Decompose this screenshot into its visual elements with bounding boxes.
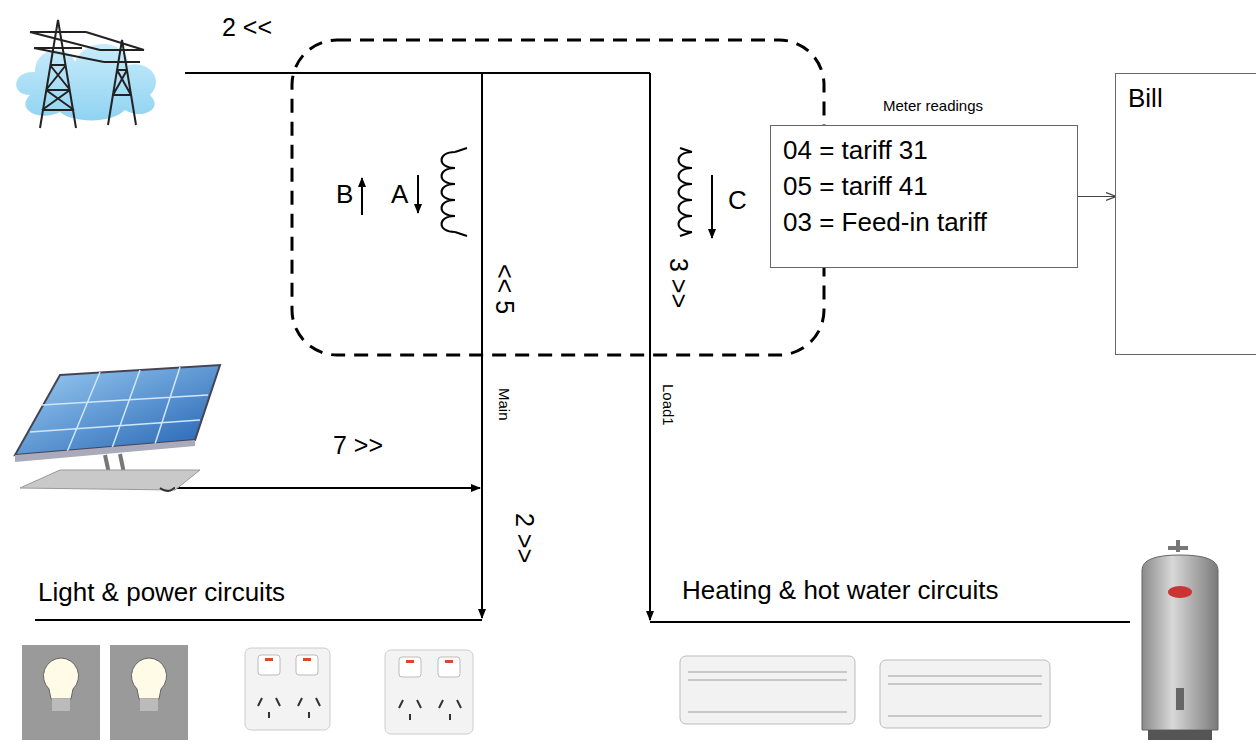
air-conditioners [680,656,1050,728]
meter-reading: 05 = tariff 41 [783,172,1077,202]
box-heading: Meter readings [881,97,985,114]
light-bulbs [22,645,188,740]
water-heater [1142,540,1218,740]
meter-coils [442,148,693,236]
circuit-title: Light & power circuits [38,578,285,607]
flow-label: 7 >> [333,432,383,460]
flow-label: << 5 [490,264,518,314]
meter-readings-box: Meter readings04 = tariff 3105 = tariff … [770,125,1078,268]
flow-label: 3 >> [664,258,692,308]
solar-panel [15,365,220,491]
connector-arrow [1078,196,1115,197]
power-pylons [16,20,156,128]
circuit-title: Heating & hot water circuits [682,576,998,605]
power-outlets [245,648,473,734]
flow-label: 2 >> [510,513,538,563]
bill-box: Bill [1115,73,1256,355]
circuit-name: Load1 [659,384,676,426]
meter-reading: 04 = tariff 31 [783,136,1077,166]
coil-label: B [336,180,353,209]
box-title: Bill [1128,84,1256,114]
coil-label: A [391,180,408,209]
meter-reading: 03 = Feed-in tariff [783,208,1077,238]
flow-label: 2 << [222,14,272,42]
circuit-name: Main [495,388,512,421]
coil-label: C [728,186,747,215]
wiring [35,73,1130,622]
meter-outline [292,40,824,355]
